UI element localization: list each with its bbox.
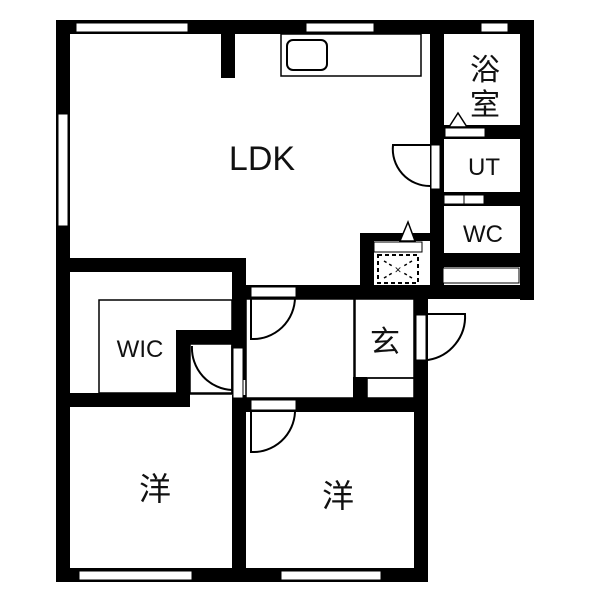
window-ldk-top-right [305,22,375,33]
label-bath-1: 浴 [470,53,500,88]
wall-fridge-top [360,233,430,241]
hall-outline [245,298,355,399]
label-bath-2: 室 [470,88,500,123]
wall-left-lower [56,260,70,582]
kitchen-counter [280,33,422,77]
ut-door-opening [430,144,441,190]
bath-door-opening [444,127,486,138]
wc-door-left [443,194,465,205]
label-western-room-1: 洋 [139,470,171,508]
kitchen-sink [286,39,328,71]
storage-shelf [442,267,520,284]
wc-door-right [463,194,485,205]
front-door-swing[interactable] [427,313,467,361]
step-up-icon-washer [398,219,417,242]
window-ldk-top-left [75,22,189,33]
front-door-opening [415,314,427,361]
wic-door-opening [232,347,244,399]
wall-wic-door-jamb [176,330,190,407]
wall-fridge-left [360,233,374,299]
hall-door-opening [250,286,297,298]
fridge-top-panel [373,241,423,253]
wall-wic-door-head [176,330,246,344]
hall-door-swing[interactable] [250,296,297,341]
wall-wc-bottom [430,253,534,267]
label-entrance: 玄 [370,325,400,360]
wall-entrance-stub [353,377,367,407]
window-ldk-left [57,113,69,227]
label-ut: UT [468,154,500,181]
wall-ldk-stub [221,20,235,78]
wall-room-divider [232,395,246,582]
ut-door-swing[interactable] [391,144,431,188]
washer-drain-icon: ✕ [394,265,402,275]
window-bath [480,22,509,33]
room2-door-swing[interactable] [250,411,296,454]
wall-wet-bottom [355,285,534,299]
wall-wic-bottom [56,393,190,407]
shoe-box [366,377,415,399]
label-wic: WIC [117,336,164,363]
room2-door-opening [250,399,297,411]
wall-ldk-bottom-left [56,258,246,272]
label-ldk: LDK [229,140,295,178]
wall-right [520,20,534,300]
wic-door-swing[interactable] [190,345,233,391]
label-western-room-2: 洋 [322,477,354,515]
window-room1 [78,570,193,581]
step-up-icon-bath [447,111,469,128]
window-room2 [280,570,382,581]
label-wc: WC [463,221,503,248]
